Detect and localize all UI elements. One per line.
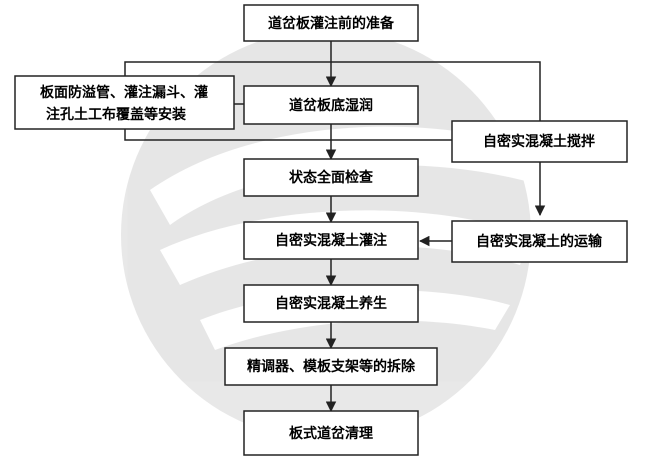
node-inspect-box <box>243 158 419 197</box>
node-clean-label: 板式道岔清理 <box>289 425 373 442</box>
node-install-label-line2: 注孔土工布覆盖等安装 <box>46 106 187 123</box>
node-clean-box <box>243 410 419 456</box>
node-transport-label: 自密实混凝土的运输 <box>476 233 603 250</box>
line-prep-right <box>331 61 546 217</box>
node-prep-label: 道岔板灌注前的准备 <box>268 15 395 32</box>
node-pour-label: 自密实混凝土灌注 <box>275 232 387 249</box>
node-pour-box <box>243 221 419 260</box>
node-prep-box <box>243 4 419 42</box>
node-mix-box <box>451 120 628 163</box>
node-remove-label: 精调器、模板支架等的拆除 <box>247 358 416 375</box>
connectors <box>124 41 546 413</box>
node-cure-box <box>243 284 419 323</box>
line-install-bottom <box>124 129 331 141</box>
node-wet-label: 道岔板底湿润 <box>289 97 373 114</box>
node-cure-label: 自密实混凝土养生 <box>275 295 387 312</box>
node-mix-label: 自密实混凝土搅拌 <box>483 133 595 150</box>
node-remove-box <box>224 347 438 386</box>
node-install-box <box>14 75 235 130</box>
line-install-top <box>124 61 331 76</box>
nodes <box>14 4 628 456</box>
node-inspect-label: 状态全面检查 <box>289 169 374 186</box>
node-wet-box <box>243 85 419 125</box>
node-transport-box <box>451 220 628 263</box>
node-install-label-line1: 板面防溢管、灌注漏斗、灌 <box>40 84 208 101</box>
node-labels: 道岔板灌注前的准备 板面防溢管、灌注漏斗、灌 注孔土工布覆盖等安装 道岔板底湿润… <box>40 15 603 442</box>
